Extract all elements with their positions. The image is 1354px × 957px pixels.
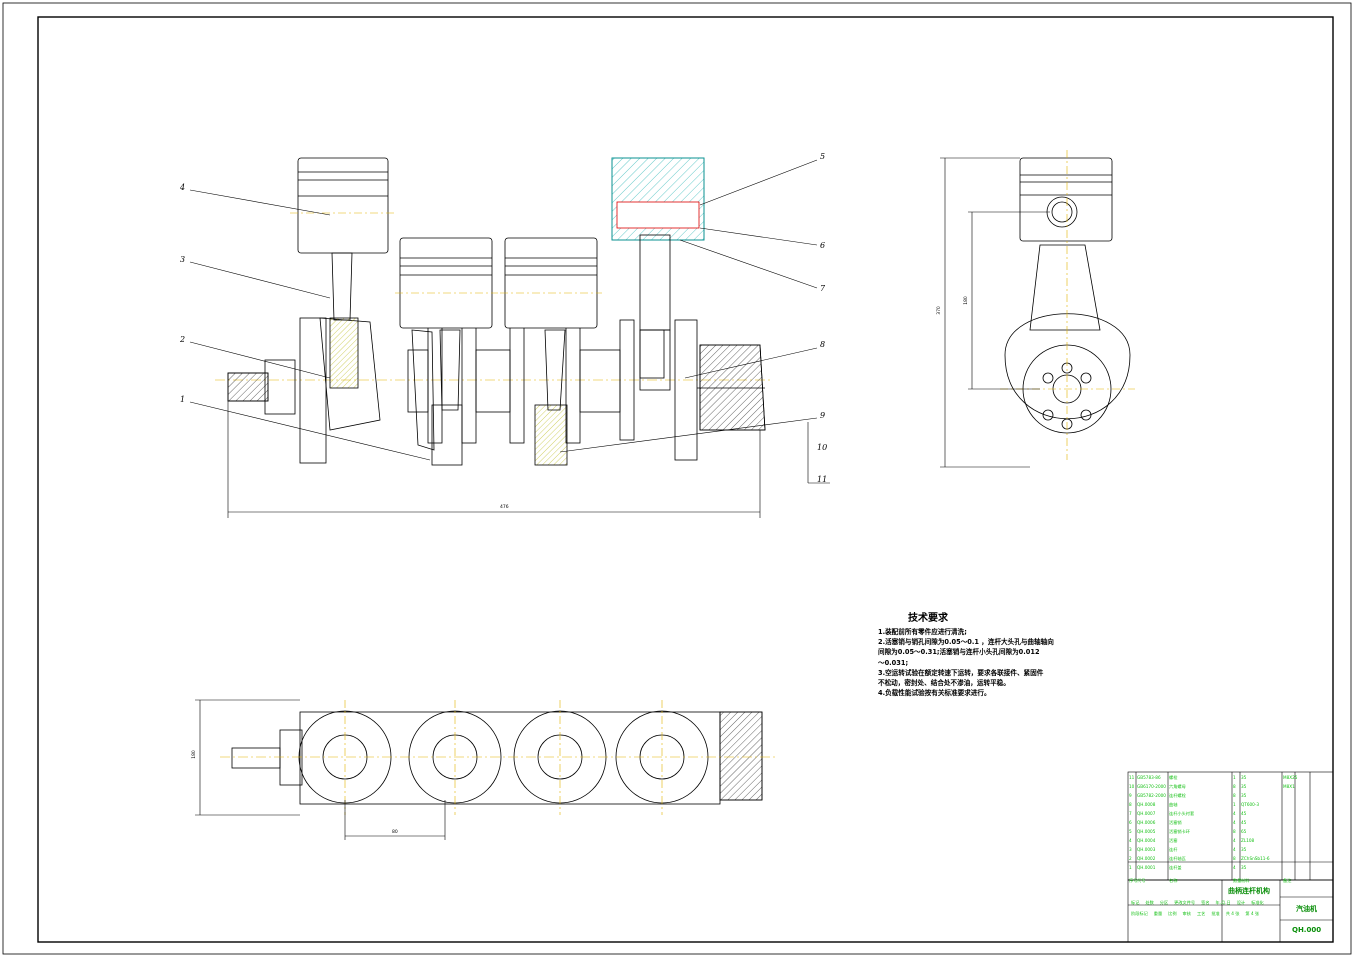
title-block-label: 标准化 [1251,900,1264,905]
callout-1: 1 [180,395,186,404]
callout-4: 4 [180,183,186,192]
title-block-label: 共 4 张 [1225,911,1240,916]
tech-req-line: ～0.031; [878,658,909,667]
tech-req-line: 4.负载性能试验按有关标准要求进行。 [878,689,991,698]
tech-req-line: 1.装配前所有零件应进行清洗; [878,628,967,636]
title-block-label: 年.月.日 [1215,900,1231,905]
title-block-label: 审核 [1182,911,1191,916]
dim-side-total: 370 [936,306,942,315]
callout-8: 8 [820,340,826,349]
title-block-label: 签名 [1201,900,1210,905]
dim-side-partial: 180 [963,296,969,305]
title-block-label: 第 4 张 [1245,911,1260,916]
title-block-label: 比例 [1168,911,1177,916]
title-block-label: 阶段标记 [1131,911,1148,916]
title-block-label: 处数 [1145,900,1154,905]
title-block-label: 更改文件号 [1174,900,1196,905]
tech-req-line: 间隙为0.05～0.31;活塞销与连杆小头孔间隙为0.012 [878,648,1040,657]
callout-7: 7 [820,284,826,293]
callout-5: 5 [820,152,826,161]
tech-req-body: 1.装配前所有零件应进行清洗; 2.活塞销与销孔间隙为0.05～0.1 ，连杆大… [878,627,1054,698]
title-block-label: 分区 [1159,900,1169,905]
callout-3: 3 [180,255,186,264]
company-name: 汽油机 [1296,905,1317,913]
callout-10: 10 [817,443,828,452]
side-view [940,150,1135,468]
dim-bottom-pitch: 80 [392,830,398,835]
parts-header: 序号 代号 名称 数量 材料 备注 [1129,877,1292,883]
title-block-frame [1127,771,1334,943]
drawing-name: 曲柄连杆机构 [1228,887,1270,895]
callout-6: 6 [820,241,826,250]
callout-9: 9 [820,411,826,420]
tech-req-line: 3.空运转试验在额定转速下运转，要求各联接件、紧固件 [878,668,1044,677]
callout-11: 11 [817,475,828,484]
inner-frame [37,16,1334,943]
tech-req-line: 不松动，密封处、结合处不渗油，运转平稳。 [878,679,1010,688]
drawing-number: QH.000 [1292,926,1322,934]
front-view [215,157,770,466]
title-block-label: 批准 [1211,911,1220,916]
leaders [189,159,830,484]
dim-bottom-height: 180 [191,750,197,759]
title-small-labels: 标记处数分区更改文件号签名年.月.日设计标准化阶段标记重量比例审核工艺批准共 4… [1131,898,1277,918]
bottom-view [195,699,775,840]
title-block-label: 重量 [1153,911,1163,916]
title-block-label: 标记 [1131,900,1140,905]
tech-req-title: 技术要求 [908,613,948,624]
dim-overall-length: 476 [500,505,509,510]
title-block-label: 设计 [1236,900,1246,905]
title-block-label: 工艺 [1196,911,1206,916]
callout-2: 2 [180,335,186,344]
tech-req-line: 2.活塞销与销孔间隙为0.05～0.1 ，连杆大头孔与曲轴轴向 [878,638,1054,647]
dim-overall [227,400,761,518]
